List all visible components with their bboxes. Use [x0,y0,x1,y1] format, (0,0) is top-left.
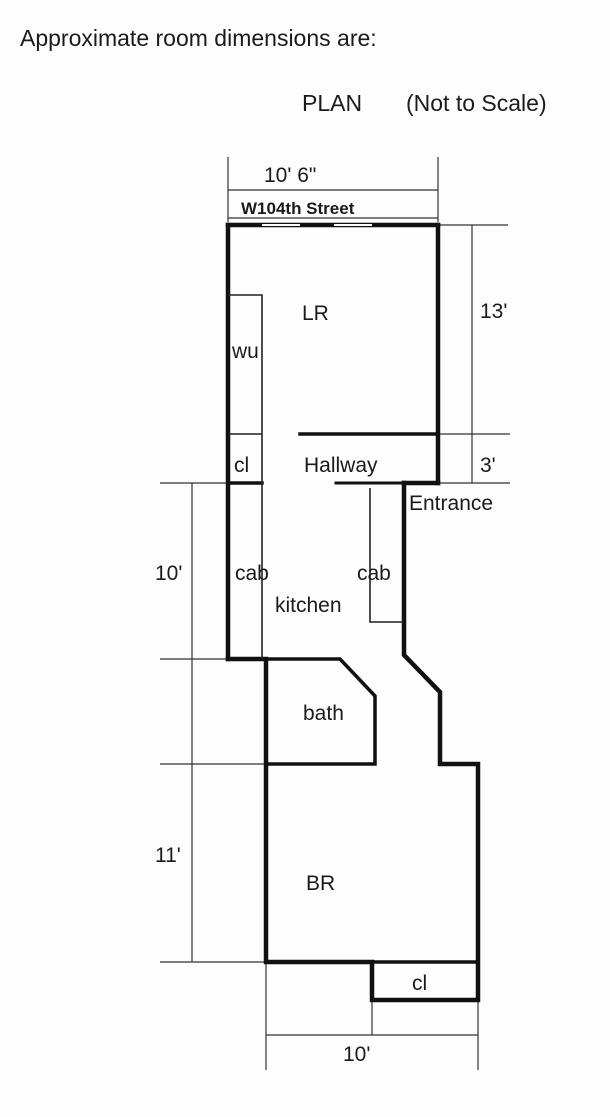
wall-unit-label: wu [231,340,259,363]
intro-text: Approximate room dimensions are: [20,25,377,51]
top-dimension: 10' 6" W104th Street [227,157,439,222]
bath-label: bath [303,702,344,725]
kitchen-label: kitchen [275,594,342,617]
closet-top-label: cl [234,454,249,477]
bottom-dimension: 10' [265,962,479,1070]
cabinet-left-label: cab [235,562,269,585]
bedroom-label: BR [306,872,335,895]
street-label: W104th Street [241,199,355,218]
hallway-depth-label: 3' [480,454,496,477]
bottom-width-label: 10' [343,1043,370,1066]
right-dimension: 13' 3' [404,224,510,484]
left-dimension: 10' 11' [155,482,266,963]
living-room-label: LR [302,302,329,325]
plan-title: PLAN [302,90,362,116]
lr-depth-label: 13' [480,300,507,323]
outer-walls [225,222,481,1003]
fixture-lines [228,294,404,659]
entrance-label: Entrance [409,492,493,515]
top-width-label: 10' 6" [264,164,316,187]
interior-walls [226,432,480,964]
cabinet-right-label: cab [357,562,391,585]
closet-bottom-label: cl [412,972,427,995]
br-depth-label: 11' [155,844,181,867]
hallway-label: Hallway [304,454,378,477]
kitchen-depth-label: 10' [155,562,182,585]
scale-note: (Not to Scale) [406,90,547,116]
